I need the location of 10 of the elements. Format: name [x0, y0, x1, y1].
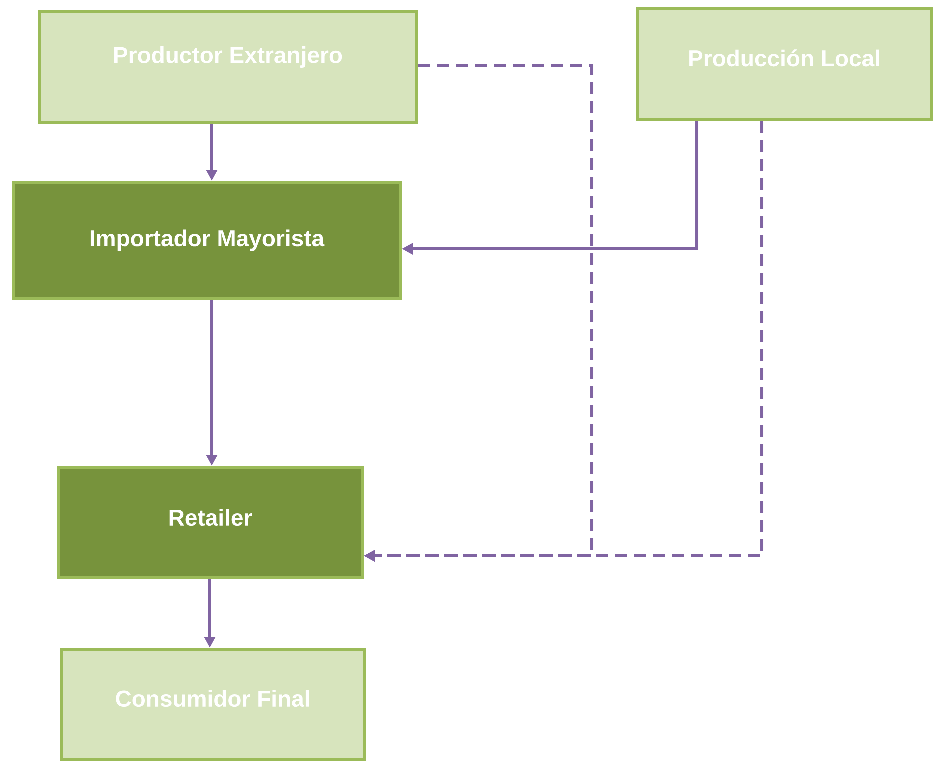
box-label: Producción Local: [690, 50, 880, 67]
process-box: [12, 181, 402, 300]
process-box: [636, 7, 933, 121]
box-label: Retailer: [170, 509, 252, 526]
box-label: Importador Mayorista: [90, 230, 325, 252]
box-label: Consumidor Final: [116, 690, 310, 708]
process-box: [57, 466, 364, 579]
box-label: Productor Extranjero: [114, 46, 342, 68]
process-box: [60, 648, 366, 761]
process-box: [38, 10, 418, 124]
